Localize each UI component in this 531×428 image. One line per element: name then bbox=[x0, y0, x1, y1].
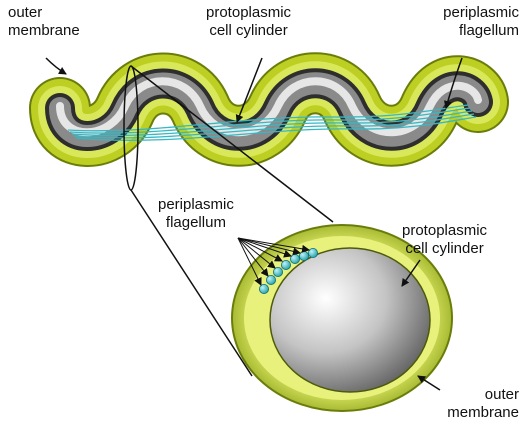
label-line: periplasmic bbox=[158, 196, 234, 214]
label-line: outer bbox=[8, 4, 80, 22]
label-outer-membrane-top: outer membrane bbox=[8, 4, 80, 40]
leader-outer-membrane-top bbox=[46, 58, 66, 74]
label-line: flagellum bbox=[158, 214, 234, 232]
spirochete-body bbox=[60, 81, 478, 140]
label-line: membrane bbox=[447, 404, 519, 422]
label-periplasmic-cross: periplasmic flagellum bbox=[158, 196, 234, 232]
label-line: protoplasmic bbox=[402, 222, 487, 240]
label-line: periplasmic bbox=[443, 4, 519, 22]
label-protoplasmic-cross: protoplasmic cell cylinder bbox=[402, 222, 487, 258]
label-periplasmic-top: periplasmic flagellum bbox=[443, 4, 519, 40]
label-line: membrane bbox=[8, 22, 80, 40]
label-line: outer bbox=[447, 386, 519, 404]
label-outer-membrane-cross: outer membrane bbox=[447, 386, 519, 422]
label-line: cell cylinder bbox=[402, 240, 487, 258]
label-line: cell cylinder bbox=[206, 22, 291, 40]
cross-protoplasmic-cylinder bbox=[270, 248, 430, 392]
label-protoplasmic-top: protoplasmic cell cylinder bbox=[206, 4, 291, 40]
label-line: protoplasmic bbox=[206, 4, 291, 22]
label-line: flagellum bbox=[443, 22, 519, 40]
